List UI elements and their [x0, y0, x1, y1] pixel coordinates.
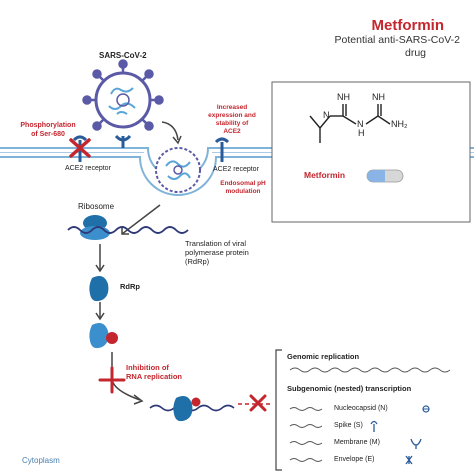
increased-label-2: expression and	[208, 112, 256, 119]
mrna-strand	[67, 226, 189, 234]
ace2-label-left: ACE2 receptor	[65, 165, 111, 172]
increased-label-3: stability of	[215, 120, 249, 127]
replication-waves	[289, 367, 451, 462]
virus-receptor-binding	[114, 134, 132, 148]
item-envelope: Envelope (E)	[334, 456, 375, 463]
increased-label-4: ACE2	[223, 128, 241, 135]
atom-nh-left: NH	[337, 92, 350, 102]
cytoplasm-label: Cytoplasm	[22, 456, 60, 465]
ace2-label-right: ACE2 receptor	[213, 166, 259, 173]
genomic-replication-label: Genomic replication	[287, 352, 360, 361]
membrane-protein-icon	[410, 438, 422, 449]
rdrp-label: RdRp	[120, 282, 140, 291]
metformin-structure	[309, 104, 391, 143]
item-membrane: Membrane (M)	[334, 439, 380, 446]
nucleocapsid-icon	[422, 405, 430, 413]
endosomal-label-1: Endosomal pH	[220, 180, 266, 187]
item-spike: Spike (S)	[334, 422, 363, 429]
atom-nh-mid: N	[357, 119, 364, 129]
drug-subtitle-line1: Potential anti-SARS-CoV-2	[334, 34, 460, 46]
rdrp-protein	[89, 276, 109, 302]
inhibition-label-1: Inhibition of	[126, 363, 169, 372]
structure-drug-name: Metformin	[304, 170, 346, 180]
endosomal-label-2: modulation	[225, 188, 261, 195]
ace2-receptor-left	[72, 135, 88, 162]
spike-icon	[370, 420, 378, 432]
rdrp-metformin-complex	[89, 323, 118, 349]
drug-subtitle-line2: drug	[404, 47, 426, 59]
envelope-icon	[405, 455, 413, 465]
atom-nh-right: NH	[372, 92, 385, 102]
drug-title: Metformin	[371, 17, 445, 34]
atom-nh2: NH₂	[391, 119, 408, 129]
translation-label-2: polymerase protein	[185, 248, 249, 257]
structure-box	[271, 81, 471, 223]
translation-label-1: Translation of viral	[185, 239, 246, 248]
inhibition-cross	[98, 366, 126, 394]
inhibition-label-2: RNA replication	[126, 372, 182, 381]
pill-icon	[366, 169, 404, 183]
blocked-output-x	[249, 394, 267, 412]
subgenomic-transcription-label: Subgenomic (nested) transcription	[287, 384, 412, 393]
atom-h: H	[358, 128, 365, 138]
entry-arrow	[161, 121, 179, 141]
translation-label-3: (RdRp)	[185, 257, 210, 266]
virus-label: SARS-CoV-2	[99, 51, 147, 60]
ace2-receptor-right	[214, 137, 230, 162]
ribosome-label: Ribosome	[78, 202, 115, 211]
blocked-x-mark	[69, 138, 91, 158]
phosphorylation-label-1: Phosphorylation	[20, 122, 76, 129]
increased-label-1: Increased	[216, 104, 248, 111]
phosphorylation-label-2: of Ser-680	[31, 131, 65, 138]
virus-particle	[82, 59, 164, 131]
endosome	[155, 147, 201, 193]
rdrp-on-rna	[173, 396, 201, 422]
atom-n: N	[323, 110, 330, 120]
item-nucleocapsid: Nucleocapsid (N)	[334, 405, 388, 412]
panel-bracket	[275, 349, 282, 471]
